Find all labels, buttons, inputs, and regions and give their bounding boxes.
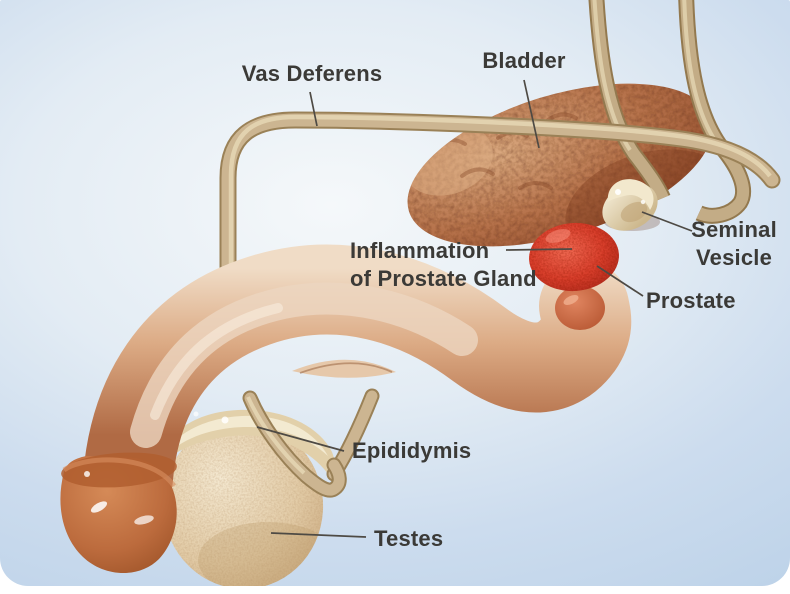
label-prostate: Prostate bbox=[646, 288, 736, 313]
label-bladder: Bladder bbox=[482, 48, 566, 73]
penis-shaft-illustration bbox=[83, 244, 632, 523]
vas-deferens-loop bbox=[242, 390, 347, 498]
leader-line-vas-deferens bbox=[309, 91, 318, 127]
leader-line-inflammation bbox=[505, 248, 573, 251]
leader-line-bladder bbox=[523, 79, 540, 149]
label-testes: Testes bbox=[374, 526, 444, 551]
label-inflammation: Inflammation of Prostate Gland bbox=[350, 237, 537, 293]
label-seminal-vesicle-line1: Seminal bbox=[691, 217, 777, 242]
leader-lines bbox=[256, 79, 693, 538]
leader-line-prostate bbox=[596, 265, 644, 297]
seminal-vesicle-illustration bbox=[602, 179, 660, 231]
leader-line-seminal-vesicle bbox=[641, 211, 693, 232]
label-inflammation-line1: Inflammation bbox=[350, 238, 490, 263]
glans-illustration bbox=[60, 452, 177, 574]
leader-line-epididymis bbox=[256, 426, 345, 452]
label-seminal-vesicle-line2: Vesicle bbox=[695, 245, 773, 270]
label-vas-deferens: Vas Deferens bbox=[241, 61, 383, 86]
leader-line-testes bbox=[270, 532, 367, 538]
epididymis-illustration bbox=[158, 409, 335, 478]
label-seminal-vesicle: Seminal Vesicle bbox=[684, 216, 784, 272]
label-inflammation-line2: of Prostate Gland bbox=[350, 266, 537, 291]
label-epididymis: Epididymis bbox=[352, 438, 472, 463]
vas-deferens-tube bbox=[219, 111, 781, 321]
